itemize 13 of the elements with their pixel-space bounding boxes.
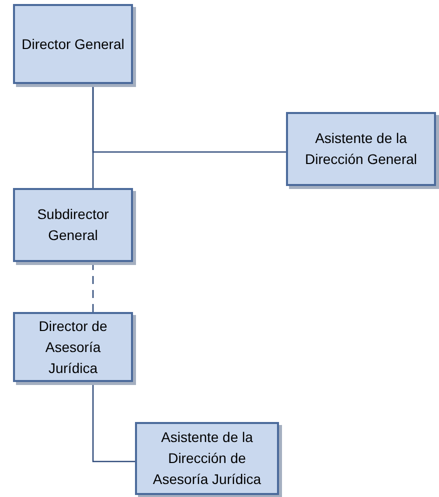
connector-line [92, 262, 94, 312]
box-label: Asistente de la Dirección General [304, 129, 418, 169]
org-box [13, 4, 133, 84]
connector-line [92, 382, 135, 462]
box-label: Director de Asesoría Jurídica [38, 316, 108, 378]
box-label: Asistente de la Dirección de Asesoría Jurídica [152, 428, 262, 489]
org-box [13, 188, 133, 262]
org-box [135, 422, 279, 495]
org-box [286, 112, 436, 186]
box-label: Director General [22, 34, 124, 54]
box-label: Subdirector General [36, 205, 110, 245]
org-box [13, 312, 133, 382]
connector-line [92, 84, 94, 188]
